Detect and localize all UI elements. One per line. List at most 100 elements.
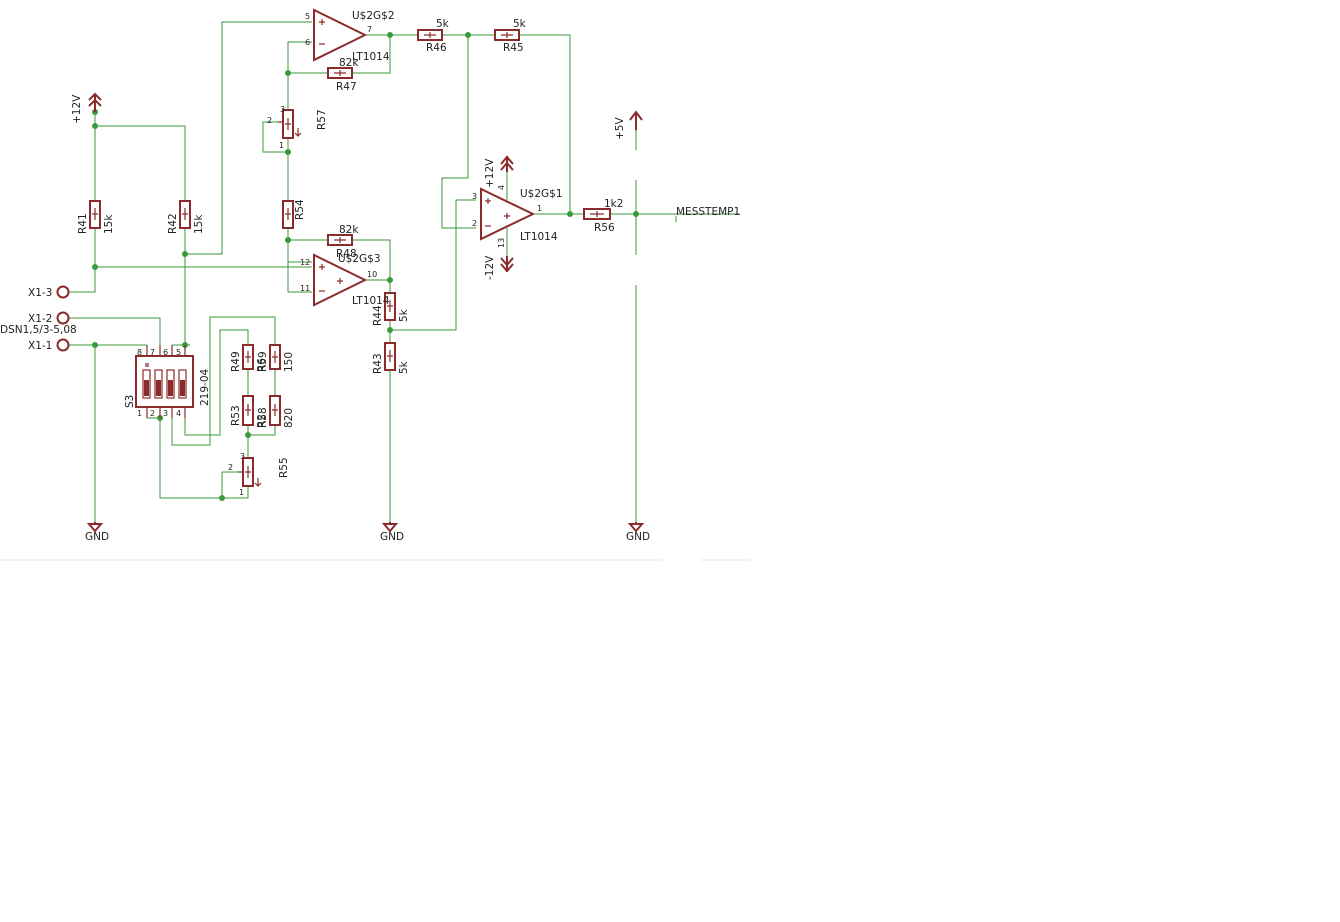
- gnd-left: GND: [85, 522, 109, 543]
- resistor-r47: 82k R47: [327, 57, 359, 93]
- svg-text:3: 3: [280, 105, 285, 114]
- connector-pin-x1-3: X1-3: [28, 287, 52, 299]
- svg-text:2: 2: [150, 409, 155, 418]
- svg-text:1: 1: [537, 204, 542, 213]
- svg-text:R44: R44: [372, 305, 384, 326]
- opamp-u2g3: 12 11 10 U$2G$3 LT1014: [300, 253, 390, 307]
- svg-text:5: 5: [176, 348, 181, 357]
- power-plus12-left: +12V: [71, 92, 102, 124]
- svg-text:S3: S3: [124, 395, 136, 408]
- svg-text:U$2G$2: U$2G$2: [352, 10, 395, 22]
- svg-text:219-04: 219-04: [199, 368, 211, 406]
- svg-text:R54: R54: [294, 199, 306, 220]
- svg-text:5k: 5k: [398, 360, 410, 374]
- resistor-r49: 1k2 R56: [583, 198, 623, 234]
- resistor-r41: R41 15k: [77, 200, 115, 234]
- connector-x1: X1-3 X1-2 DSN1,5/3-5,08 X1-1: [0, 285, 77, 352]
- resistor-r43: R43 5k: [372, 342, 410, 374]
- svg-text:2: 2: [228, 463, 233, 472]
- svg-text:R43: R43: [372, 353, 384, 374]
- svg-text:1: 1: [279, 141, 284, 150]
- opamp-u2g2: 5 6 7 U$2G$2 LT1014: [305, 8, 395, 63]
- svg-text:3: 3: [472, 192, 477, 201]
- svg-text:R57: R57: [316, 109, 328, 130]
- resistor-r44: R44 5k: [372, 292, 410, 326]
- svg-text:R49: R49: [230, 351, 242, 372]
- svg-text:5: 5: [305, 12, 310, 21]
- svg-text:LT1014: LT1014: [520, 231, 558, 243]
- svg-text:LT1014: LT1014: [352, 51, 390, 63]
- potentiometer-r55: 3 2 1 R55: [228, 452, 290, 497]
- connector-pin-x1-2: X1-2: [28, 313, 52, 325]
- resistor-r54: R53 R2: [230, 395, 268, 428]
- svg-text:R6: R6: [256, 358, 268, 372]
- svg-text:MESSTEMP1: MESSTEMP1: [676, 206, 740, 218]
- svg-text:R2: R2: [256, 414, 268, 428]
- resistor-r45: 5k R45: [494, 18, 527, 54]
- svg-text:5k: 5k: [513, 18, 527, 30]
- gnd-middle: GND: [380, 522, 404, 543]
- junctions: [92, 32, 639, 501]
- svg-text:820: 820: [283, 408, 295, 428]
- svg-text:+12V: +12V: [71, 94, 83, 124]
- svg-text:U$2G$3: U$2G$3: [338, 253, 381, 265]
- connector-part: DSN1,5/3-5,08: [0, 324, 77, 336]
- svg-text:8: 8: [137, 348, 142, 357]
- svg-text:6: 6: [163, 348, 168, 357]
- resistor-r58: R58 820: [257, 395, 295, 428]
- svg-text:10: 10: [367, 270, 377, 279]
- svg-text:R48: R48: [336, 248, 357, 260]
- resistor-r46: 5k R46: [417, 18, 450, 54]
- svg-text:R42: R42: [167, 213, 179, 234]
- svg-text:R55: R55: [278, 457, 290, 478]
- svg-text:1k2: 1k2: [604, 198, 623, 210]
- potentiometer-r57: 3 2 1 R57: [267, 105, 328, 150]
- svg-text:3: 3: [240, 452, 245, 461]
- connector-pin-x1-1: X1-1: [28, 340, 52, 352]
- resistor-r48: 82k R48: [327, 224, 359, 260]
- svg-text:7: 7: [150, 348, 155, 357]
- svg-text:150: 150: [283, 352, 295, 372]
- svg-text:GND: GND: [626, 531, 650, 543]
- svg-text:R41: R41: [77, 213, 89, 234]
- svg-text:82k: 82k: [339, 224, 359, 236]
- resistor-r56: R54: [282, 199, 306, 229]
- svg-text:+5V: +5V: [614, 117, 626, 140]
- svg-text:5k: 5k: [436, 18, 450, 30]
- svg-text:6: 6: [305, 38, 310, 47]
- svg-text:5k: 5k: [398, 308, 410, 322]
- svg-text:GND: GND: [85, 531, 109, 543]
- svg-text:1: 1: [239, 488, 244, 497]
- svg-text:U$2G$1: U$2G$1: [520, 188, 563, 200]
- svg-text:R45: R45: [503, 42, 524, 54]
- opamp-u2g1: 3 2 1 U$2G$1 LT1014 4 13 +12V -12V: [472, 155, 563, 280]
- resistor-r42: R42 15k: [167, 200, 205, 234]
- resistor-r59: R59 150: [257, 344, 295, 372]
- svg-text:R58: R58: [257, 407, 269, 428]
- resistor-r53: R49 R6: [230, 344, 268, 372]
- svg-text:R56: R56: [594, 222, 615, 234]
- svg-text:3: 3: [163, 409, 168, 418]
- svg-text:15k: 15k: [193, 214, 205, 234]
- svg-text:LT1014: LT1014: [352, 295, 390, 307]
- svg-text:15k: 15k: [103, 214, 115, 234]
- svg-text:11: 11: [300, 284, 310, 293]
- svg-text:R47: R47: [336, 81, 357, 93]
- wires: [69, 21, 740, 522]
- dip-switch-s3: 8 7 6 5 1 2 3 4 S3 219-04: [124, 344, 211, 419]
- svg-text:2: 2: [472, 219, 477, 228]
- svg-text:R53: R53: [230, 405, 242, 426]
- gnd-right: GND: [626, 522, 650, 543]
- svg-text:13: 13: [497, 238, 506, 248]
- svg-text:-12V: -12V: [484, 255, 496, 280]
- svg-text:+12V: +12V: [484, 158, 496, 188]
- net-label-messtemp1: MESSTEMP1: [675, 206, 740, 222]
- svg-text:1: 1: [137, 409, 142, 418]
- svg-text:2: 2: [267, 116, 272, 125]
- svg-text:4: 4: [176, 409, 181, 418]
- svg-text:R59: R59: [257, 351, 269, 372]
- svg-text:4: 4: [497, 185, 506, 190]
- svg-text:GND: GND: [380, 531, 404, 543]
- svg-text:R46: R46: [426, 42, 447, 54]
